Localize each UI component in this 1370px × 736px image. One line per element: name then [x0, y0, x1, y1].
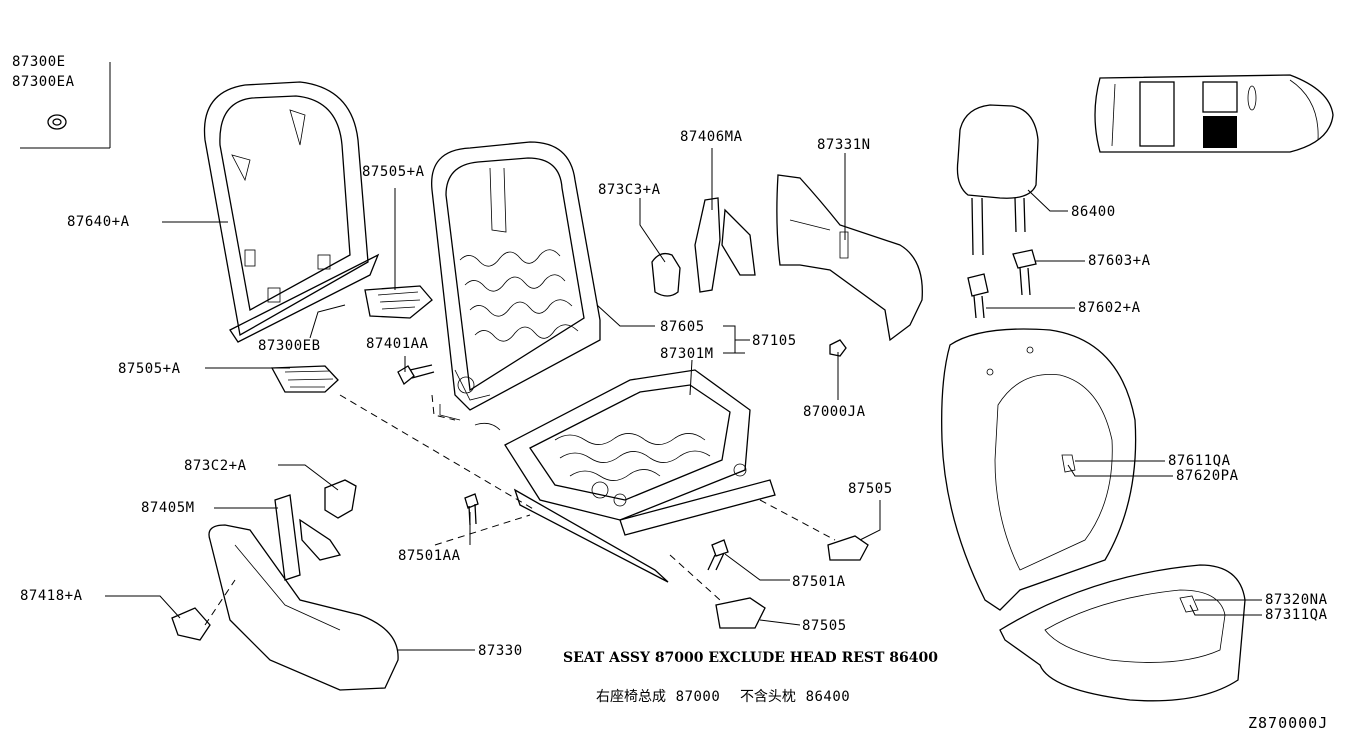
seatback-wire-frame-87605 — [431, 141, 601, 431]
label-87505a-top: 87505+A — [362, 164, 425, 180]
note-chinese-num2: 86400 — [805, 689, 851, 705]
label-87640a: 87640+A — [67, 214, 130, 230]
bolt-87501a — [707, 539, 729, 571]
cover-87302 — [324, 479, 357, 519]
label-87406ma: 87406MA — [680, 129, 743, 145]
label-87603a: 87603+A — [1088, 253, 1151, 269]
label-87602a: 87602+A — [1078, 300, 1141, 316]
label-87501a: 87501A — [792, 574, 846, 590]
label-87501aa: 87501AA — [398, 548, 461, 564]
inset-87300e — [20, 62, 111, 149]
label-86400: 86400 — [1071, 204, 1116, 220]
cushion-trim — [999, 564, 1246, 702]
dashed-guide-3 — [759, 499, 836, 541]
note-chinese-mid: 不含头枕 — [739, 689, 796, 705]
seatback-trim — [941, 328, 1137, 611]
guide-87603 — [1012, 249, 1037, 296]
label-87505a-left: 87505+A — [118, 361, 181, 377]
label-87300e: 87300E — [12, 54, 66, 70]
cover-87505-right — [827, 535, 869, 561]
label-87301m: 87301M — [660, 346, 714, 362]
label-87605: 87605 — [660, 319, 705, 335]
bracket-87406ma — [694, 197, 756, 293]
label-87620pa: 87620PA — [1176, 468, 1239, 484]
diagram-code: Z870000J — [1248, 714, 1329, 732]
label-87401aa: 87401AA — [366, 336, 429, 352]
label-87105: 87105 — [752, 333, 797, 349]
label-87505-bottom: 87505 — [802, 618, 847, 634]
clip-87000ja — [829, 339, 847, 357]
cover-87505-left — [270, 365, 339, 393]
bolt-87501aa — [464, 493, 479, 526]
dashed-guide-1 — [339, 394, 536, 511]
label-87505-right: 87505 — [848, 481, 893, 497]
note-english: SEAT ASSY 87000 EXCLUDE HEAD REST 86400 — [563, 650, 938, 666]
label-87311qa: 87311QA — [1265, 607, 1328, 623]
label-87418a: 87418+A — [20, 588, 83, 604]
label-87330: 87330 — [478, 643, 523, 659]
car-locator-icon — [1094, 74, 1334, 153]
label-87302a: 873C2+A — [184, 458, 247, 474]
headrest-86400 — [956, 104, 1039, 256]
cushion-frame-87301m — [504, 369, 776, 583]
bracket-87405m — [274, 494, 342, 581]
guide-87602 — [967, 273, 989, 319]
cover-87303 — [651, 252, 681, 297]
dashed-guide-4 — [204, 579, 236, 626]
label-87405m: 87405M — [141, 500, 195, 516]
label-87303a: 873C3+A — [598, 182, 661, 198]
note-chinese-num1: 87000 — [675, 689, 721, 705]
label-87000ja: 87000JA — [803, 404, 866, 420]
label-87611qa: 87611QA — [1168, 453, 1231, 469]
note-chinese-prefix: 右座椅总成 — [596, 689, 666, 705]
bolt-87401aa — [397, 364, 435, 386]
dashed-guide-2 — [434, 514, 531, 546]
side-cover-87330 — [208, 524, 399, 691]
label-87300eb: 87300EB — [258, 338, 321, 354]
seatback-frame-87640 — [203, 81, 380, 343]
label-87331n: 87331N — [817, 137, 871, 153]
dashed-guide-5 — [431, 394, 456, 421]
knob-87418 — [171, 607, 211, 641]
leader-lines — [105, 148, 1262, 651]
cover-87505-bottom — [715, 597, 766, 629]
cover-87505-top — [364, 285, 433, 319]
note-chinese: 右座椅总成 87000 不含头枕 86400 — [596, 686, 850, 706]
label-87320na: 87320NA — [1265, 592, 1328, 608]
label-87300ea: 87300EA — [12, 74, 75, 90]
side-shield-87331n — [776, 174, 923, 342]
